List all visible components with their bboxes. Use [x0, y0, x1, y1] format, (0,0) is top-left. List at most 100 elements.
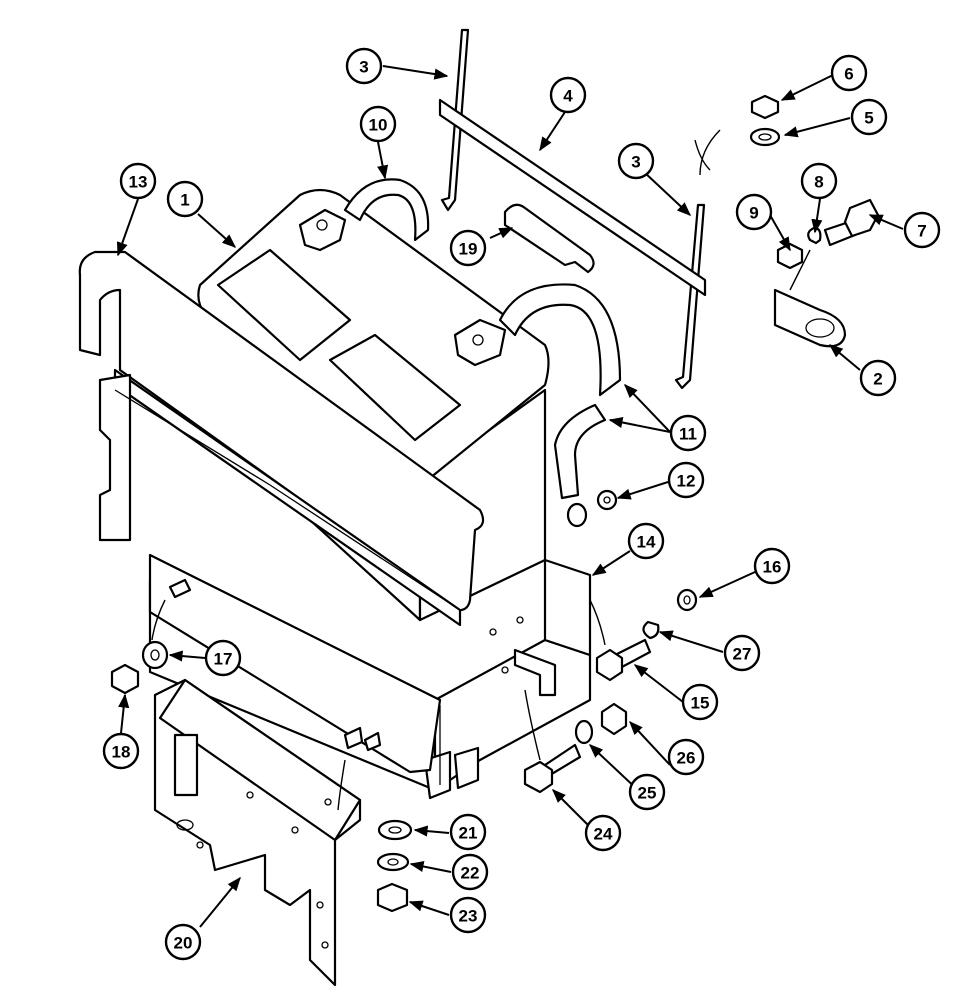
callout-c24: 24	[584, 814, 622, 852]
callout-circle	[667, 461, 705, 499]
callout-c15: 15	[681, 683, 719, 721]
callout-c16: 16	[753, 547, 791, 585]
callout-label: 16	[763, 558, 782, 577]
leader-lines	[151, 129, 811, 811]
positive-cable	[298, 178, 430, 252]
callout-label: 7	[917, 222, 926, 241]
spacer	[503, 203, 595, 274]
callout-c22: 22	[451, 853, 489, 891]
callout-label: 26	[677, 749, 696, 768]
lock-washer-27	[642, 620, 660, 640]
washer-5	[749, 127, 781, 147]
callout-c3a: 3	[345, 47, 383, 85]
callout-arrows	[116, 65, 904, 928]
bolt-7	[823, 198, 880, 247]
callout-c5: 5	[850, 98, 888, 136]
callout-circle	[359, 105, 397, 143]
nut-6	[750, 94, 780, 120]
callout-c8: 8	[800, 162, 838, 200]
callout-label: 1	[180, 191, 189, 210]
callout-label: 13	[129, 173, 148, 192]
callout-circle	[166, 180, 204, 218]
negative-cable	[453, 283, 622, 528]
callout-bubbles: 1233456789101112131415161718192021222324…	[102, 47, 941, 961]
hold-down-bar	[438, 98, 707, 297]
callout-c20: 20	[164, 923, 202, 961]
callout-label: 14	[637, 533, 656, 552]
callout-label: 2	[873, 370, 882, 389]
callout-c23: 23	[449, 896, 487, 934]
callout-c18: 18	[102, 732, 140, 770]
callout-circle	[667, 738, 705, 776]
callout-c13: 13	[119, 162, 157, 200]
callout-label: 24	[594, 825, 613, 844]
callout-circle	[449, 229, 487, 267]
mounting-bracket	[153, 678, 362, 987]
battery-cover	[78, 250, 485, 774]
callout-c1: 1	[166, 180, 204, 218]
callout-circle	[903, 211, 941, 249]
callout-circle	[617, 142, 655, 180]
callout-label: 21	[459, 824, 478, 843]
callout-circle	[627, 522, 665, 560]
callout-label: 3	[359, 58, 368, 77]
callout-label: 12	[677, 472, 696, 491]
callout-label: 4	[563, 87, 573, 106]
washer-16	[676, 588, 698, 612]
callout-label: 22	[461, 864, 480, 883]
callout-circle	[451, 853, 489, 891]
callout-c21: 21	[449, 813, 487, 851]
callout-c7: 7	[903, 211, 941, 249]
callout-circle	[800, 162, 838, 200]
callout-label: 5	[864, 109, 873, 128]
callout-label: 17	[214, 650, 233, 669]
nut-26	[600, 702, 628, 736]
callout-circle	[164, 923, 202, 961]
callout-c11: 11	[669, 414, 707, 452]
callout-c27: 27	[723, 634, 761, 672]
callout-c6: 6	[830, 54, 868, 92]
callout-label: 11	[679, 425, 697, 444]
cable-clamp	[773, 288, 847, 348]
lock-washer-17	[141, 640, 169, 670]
callout-circle	[735, 193, 773, 231]
callout-label: 18	[112, 743, 131, 762]
callout-label: 8	[814, 173, 823, 192]
callout-circle	[669, 414, 707, 452]
callout-label: 9	[749, 204, 758, 223]
lock-washer-22	[376, 852, 410, 872]
callout-c2: 2	[859, 359, 897, 397]
bolt-24	[523, 743, 582, 794]
stud-hardware	[168, 578, 382, 752]
callout-circle	[628, 773, 666, 811]
washer-21	[377, 819, 413, 841]
callout-label: 23	[459, 907, 478, 926]
hold-down-rods	[440, 28, 706, 390]
callout-label: 27	[733, 645, 752, 664]
callout-c9: 9	[735, 193, 773, 231]
callout-c4: 4	[549, 76, 587, 114]
callout-circle	[204, 639, 242, 677]
callout-circle	[681, 683, 719, 721]
callout-c10: 10	[359, 105, 397, 143]
callout-circle	[549, 76, 587, 114]
callout-circle	[830, 54, 868, 92]
callout-circle	[723, 634, 761, 672]
washer-25	[574, 719, 594, 745]
nut-23	[376, 882, 409, 913]
callout-circle	[449, 813, 487, 851]
callout-c25: 25	[628, 773, 666, 811]
callout-circle	[345, 47, 383, 85]
callout-c17: 17	[204, 639, 242, 677]
callout-c19: 19	[449, 229, 487, 267]
callout-label: 20	[174, 934, 193, 953]
callout-label: 3	[631, 153, 640, 172]
callout-circle	[449, 896, 487, 934]
callout-circle	[850, 98, 888, 136]
callout-label: 10	[369, 116, 388, 135]
callout-circle	[753, 547, 791, 585]
callout-c26: 26	[667, 738, 705, 776]
callout-label: 19	[459, 240, 478, 259]
callout-label: 25	[638, 784, 657, 803]
